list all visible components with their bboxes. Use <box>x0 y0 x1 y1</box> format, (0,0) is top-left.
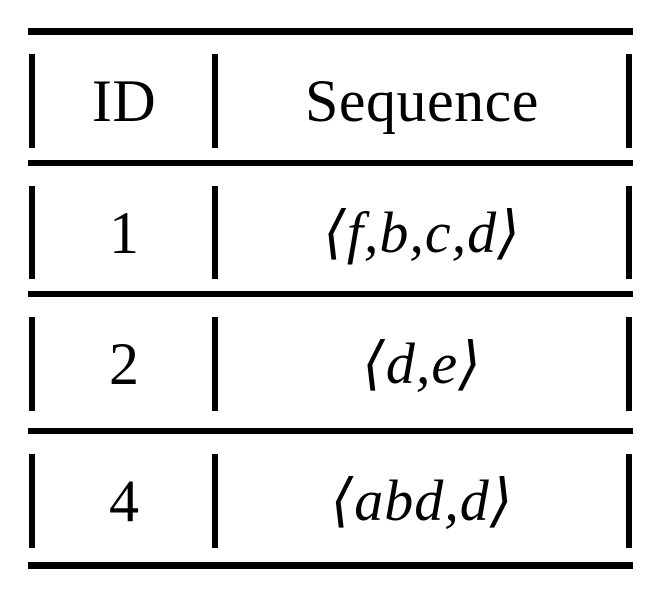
table-top-rule <box>28 28 633 35</box>
cell-id-row-2: 2 <box>109 331 139 397</box>
cell-sequence-row-2: ⟨d,e⟩ <box>362 331 482 396</box>
table-row: ⟨f,b,c,d⟩ <box>219 180 625 286</box>
table-left-border-row-3 <box>29 454 35 548</box>
table-column-separator-row-1 <box>212 186 218 279</box>
table-left-border-row-1 <box>29 186 35 279</box>
column-header-id-label: ID <box>91 68 157 134</box>
table-column-separator-row-3 <box>212 454 218 548</box>
table-row: 1 <box>36 180 212 286</box>
table-right-border-row-3 <box>626 454 632 548</box>
table-right-border-row-1 <box>626 186 632 279</box>
cell-id-row-3: 4 <box>109 468 139 534</box>
table-row: ⟨d,e⟩ <box>219 311 625 417</box>
column-header-id: ID <box>36 48 212 154</box>
table-header-rule <box>28 160 633 166</box>
table-row: 4 <box>36 448 212 554</box>
cell-sequence-row-1: ⟨f,b,c,d⟩ <box>323 200 521 265</box>
table-row: 2 <box>36 311 212 417</box>
table-row-rule-1 <box>28 291 633 297</box>
table-column-separator-header <box>212 54 218 148</box>
cell-id-row-1: 1 <box>109 200 139 266</box>
table-right-border-header <box>626 54 632 148</box>
table-column-separator-row-2 <box>212 317 218 411</box>
cell-sequence-row-3: ⟨abd,d⟩ <box>330 468 514 533</box>
table-left-border-row-2 <box>29 317 35 411</box>
table-row-rule-2 <box>28 428 633 434</box>
table-bottom-rule <box>28 562 633 569</box>
table-row: ⟨abd,d⟩ <box>219 448 625 554</box>
column-header-sequence-label: Sequence <box>305 68 539 134</box>
column-header-sequence: Sequence <box>219 48 625 154</box>
table-right-border-row-2 <box>626 317 632 411</box>
table-left-border-header <box>29 54 35 148</box>
